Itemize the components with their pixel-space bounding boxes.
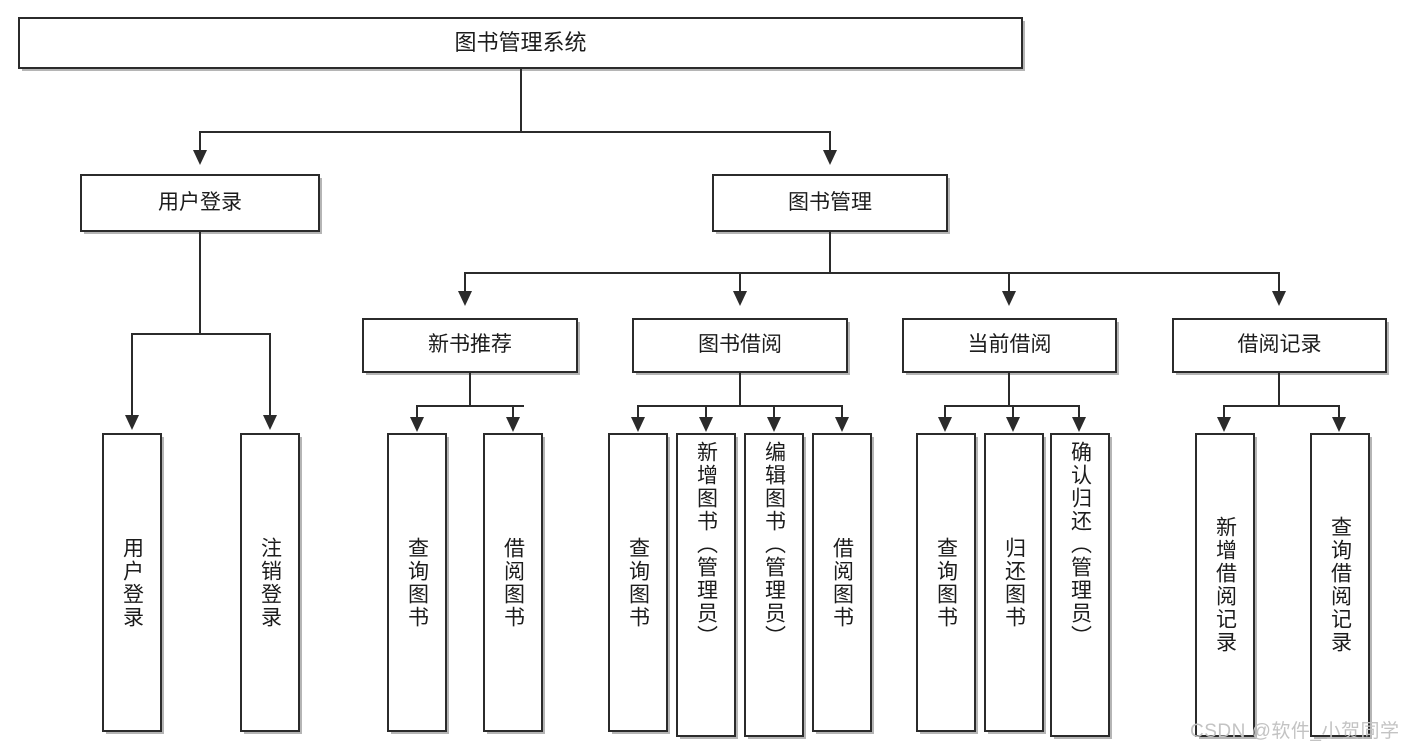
node-book-manage-label: 图书管理	[788, 190, 872, 214]
node-leaf-borrow-book-2-label: 借阅图书	[830, 536, 854, 629]
node-leaf-query-book-2[interactable]: 查询图书	[608, 433, 668, 732]
node-leaf-query-book-3[interactable]: 查询图书	[916, 433, 976, 732]
node-leaf-logout-login-label: 注销登录	[258, 536, 282, 629]
arrow-to-leaf-query-book-1	[410, 417, 424, 432]
node-leaf-add-book[interactable]: 新增图书（管理员）	[676, 433, 736, 737]
connector-nbr-drop-1	[416, 405, 418, 419]
node-new-book-recommend[interactable]: 新书推荐	[362, 318, 578, 373]
connector-bb-drop-1	[637, 405, 639, 419]
connector-cb-drop-3	[1078, 405, 1080, 419]
connector-br-drop-2	[1338, 405, 1340, 419]
connector-cb-drop-1	[944, 405, 946, 419]
connector-bb-drop-3	[773, 405, 775, 419]
connector-user-login-bar	[131, 333, 270, 335]
connector-nbr-drop-2	[512, 405, 514, 419]
node-current-borrow[interactable]: 当前借阅	[902, 318, 1117, 373]
node-leaf-confirm-return[interactable]: 确认归还（管理员）	[1050, 433, 1110, 737]
connector-user-login-drop-2	[269, 333, 271, 417]
node-borrow-record-label: 借阅记录	[1237, 333, 1322, 357]
node-user-login-label: 用户登录	[158, 190, 242, 214]
arrow-to-leaf-query-record	[1332, 417, 1346, 432]
node-leaf-edit-book-label: 编辑图书（管理员）	[762, 441, 786, 648]
connector-book-manage-stem	[829, 232, 831, 274]
watermark: CSDN @软件_小贺同学	[1190, 721, 1400, 742]
connector-root-stem	[520, 69, 522, 133]
arrow-to-leaf-return-book	[1006, 417, 1020, 432]
connector-book-manage-drop-2	[739, 272, 741, 293]
arrow-to-user-login	[193, 150, 207, 165]
connector-user-login-drop-1	[131, 333, 133, 417]
arrow-to-book-borrow	[733, 291, 747, 306]
node-leaf-query-book-1-label: 查询图书	[405, 536, 429, 629]
node-leaf-user-login-label: 用户登录	[120, 536, 144, 629]
arrow-to-leaf-query-book-2	[631, 417, 645, 432]
connector-bb-bar	[637, 405, 843, 407]
arrow-to-new-book-recommend	[458, 291, 472, 306]
arrow-to-book-manage	[823, 150, 837, 165]
arrow-to-leaf-confirm-return	[1072, 417, 1086, 432]
node-leaf-return-book[interactable]: 归还图书	[984, 433, 1044, 732]
connector-book-manage-bar	[464, 272, 1280, 274]
connector-nbr-stem	[469, 373, 471, 407]
connector-bb-drop-4	[841, 405, 843, 419]
node-leaf-borrow-book-1[interactable]: 借阅图书	[483, 433, 543, 732]
connector-cb-drop-2	[1012, 405, 1014, 419]
node-leaf-borrow-book-1-label: 借阅图书	[501, 536, 525, 629]
arrow-to-leaf-query-book-3	[938, 417, 952, 432]
node-user-login[interactable]: 用户登录	[80, 174, 320, 232]
node-leaf-add-record[interactable]: 新增借阅记录	[1195, 433, 1255, 737]
node-new-book-recommend-label: 新书推荐	[428, 333, 512, 357]
arrow-to-borrow-record	[1272, 291, 1286, 306]
connector-br-drop-1	[1223, 405, 1225, 419]
arrow-to-leaf-add-book	[699, 417, 713, 432]
connector-nbr-bar	[416, 405, 524, 407]
connector-book-manage-drop-3	[1008, 272, 1010, 293]
connector-br-bar	[1223, 405, 1339, 407]
node-leaf-logout-login[interactable]: 注销登录	[240, 433, 300, 732]
node-book-borrow-label: 图书借阅	[698, 333, 782, 357]
connector-bb-drop-2	[705, 405, 707, 419]
arrow-to-leaf-user-login	[125, 415, 139, 430]
arrow-to-leaf-add-record	[1217, 417, 1231, 432]
connector-root-left-drop	[199, 131, 201, 152]
node-book-borrow[interactable]: 图书借阅	[632, 318, 848, 373]
node-root-label: 图书管理系统	[454, 30, 587, 56]
node-leaf-return-book-label: 归还图书	[1002, 536, 1026, 629]
arrow-to-leaf-borrow-book-2	[835, 417, 849, 432]
arrow-to-leaf-borrow-book-1	[506, 417, 520, 432]
node-root[interactable]: 图书管理系统	[18, 17, 1023, 69]
node-leaf-edit-book[interactable]: 编辑图书（管理员）	[744, 433, 804, 737]
connector-bb-stem	[739, 373, 741, 407]
arrow-to-leaf-edit-book	[767, 417, 781, 432]
node-leaf-query-book-2-label: 查询图书	[626, 536, 650, 629]
node-borrow-record[interactable]: 借阅记录	[1172, 318, 1387, 373]
node-leaf-query-book-3-label: 查询图书	[934, 536, 958, 629]
connector-book-manage-drop-4	[1278, 272, 1280, 293]
connector-br-stem	[1278, 373, 1280, 407]
connector-book-manage-drop-1	[464, 272, 466, 293]
connector-user-login-stem	[199, 232, 201, 335]
node-leaf-add-record-label: 新增借阅记录	[1213, 516, 1237, 654]
node-leaf-user-login[interactable]: 用户登录	[102, 433, 162, 732]
arrow-to-current-borrow	[1002, 291, 1016, 306]
connector-cb-stem	[1008, 373, 1010, 407]
node-book-manage[interactable]: 图书管理	[712, 174, 948, 232]
node-leaf-add-book-label: 新增图书（管理员）	[694, 441, 718, 648]
arrow-to-leaf-logout-login	[263, 415, 277, 430]
node-leaf-query-book-1[interactable]: 查询图书	[387, 433, 447, 732]
connector-root-bar	[199, 131, 831, 133]
connector-root-right-drop	[829, 131, 831, 152]
node-leaf-confirm-return-label: 确认归还（管理员）	[1068, 441, 1092, 648]
node-leaf-query-record[interactable]: 查询借阅记录	[1310, 433, 1370, 737]
node-leaf-query-record-label: 查询借阅记录	[1328, 516, 1352, 654]
node-current-borrow-label: 当前借阅	[967, 333, 1052, 357]
node-leaf-borrow-book-2[interactable]: 借阅图书	[812, 433, 872, 732]
